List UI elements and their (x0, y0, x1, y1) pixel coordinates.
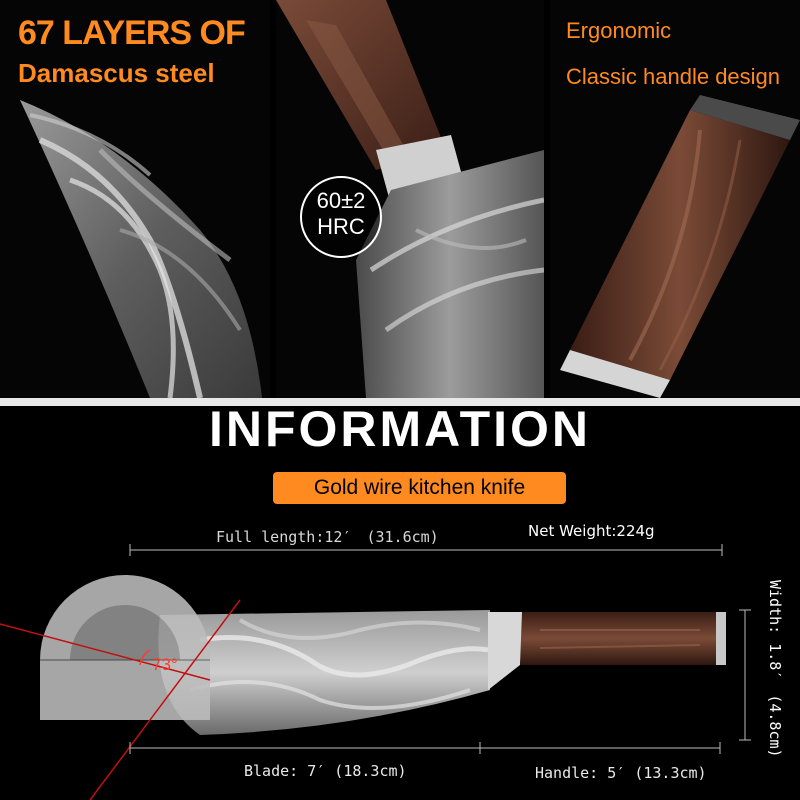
info-title: INFORMATION (208, 401, 592, 457)
bolster-image (276, 0, 544, 398)
handle-design-headline: Classic handle design (566, 64, 781, 89)
hardness-value: 60±2 (316, 188, 366, 213)
blade-handle-dimension (129, 742, 721, 754)
full-length-label: Full length:12′ (31.6cm) (216, 528, 439, 546)
section-divider (0, 398, 800, 406)
divider (270, 0, 276, 398)
handle-length-label: Handle: 5′ (13.3cm) (535, 764, 707, 782)
hardness-badge: 60±2 HRC (300, 176, 382, 258)
panel-handle (550, 0, 800, 398)
width-label: Width: 1.8′ (4.8cm) (766, 580, 784, 758)
blade-tip-image (20, 100, 262, 398)
panel-hardness (276, 0, 544, 398)
knife-blade (158, 610, 490, 735)
ergonomic-headline: Ergonomic (566, 18, 672, 43)
full-length-dimension (129, 544, 723, 556)
net-weight-label: Net Weight:224g (528, 522, 655, 540)
protractor-icon (40, 575, 210, 720)
blade-length-label: Blade: 7′ (18.3cm) (244, 762, 407, 780)
divider (544, 0, 550, 398)
angle-label: 73° (152, 655, 178, 674)
hardness-unit: HRC (317, 214, 365, 239)
width-dimension (739, 609, 751, 741)
angle-arc-icon (0, 599, 241, 800)
layers-headline: 67 LAYERS OF (18, 14, 246, 52)
product-name-tag: Gold wire kitchen knife (273, 472, 566, 504)
damascus-subheadline: Damascus steel (18, 58, 215, 88)
panel-damascus-blade (0, 0, 270, 398)
knife-handle (488, 612, 726, 690)
handle-image (560, 95, 800, 398)
